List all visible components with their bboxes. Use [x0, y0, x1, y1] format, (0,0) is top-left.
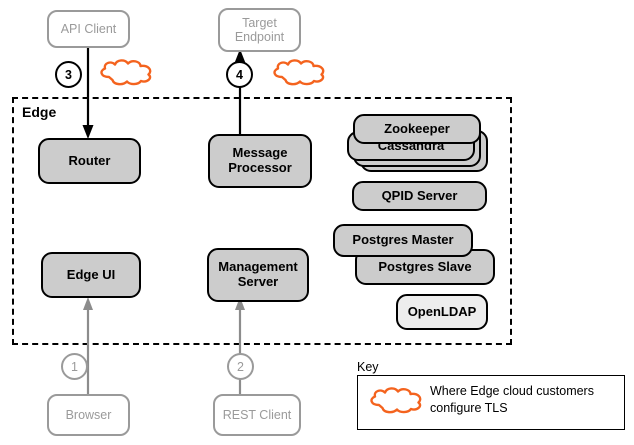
step-badge-4-label: 4 [236, 67, 243, 82]
step-badge-2: 2 [227, 353, 254, 380]
node-postgres-slave-label: Postgres Slave [378, 258, 472, 274]
node-api-client[interactable]: API Client [47, 10, 130, 48]
step-badge-3-label: 3 [65, 67, 72, 82]
connector-api-client-to-router [80, 47, 96, 142]
cloud-icon-step-3 [97, 58, 157, 86]
node-openldap-label: OpenLDAP [407, 303, 477, 319]
node-postgres-master-label: Postgres Master [352, 232, 454, 248]
node-edge-ui-label: Edge UI [66, 266, 116, 282]
node-target-endpoint[interactable]: Target Endpoint [218, 8, 301, 52]
connector-rest-client-to-management-server [232, 295, 248, 395]
cloud-icon-step-4 [270, 58, 330, 86]
node-browser-label: Browser [65, 407, 112, 422]
node-qpid-server-label: QPID Server [381, 187, 458, 203]
node-router[interactable]: Router [38, 138, 141, 184]
step-badge-3: 3 [55, 61, 82, 88]
node-qpid-server[interactable]: QPID Server [352, 181, 487, 211]
edge-boundary [12, 97, 512, 345]
node-openldap[interactable]: OpenLDAP [396, 294, 488, 330]
node-target-endpoint-label: Target Endpoint [234, 15, 285, 44]
node-postgres-master[interactable]: Postgres Master [333, 224, 473, 257]
node-api-client-label: API Client [60, 21, 117, 36]
node-message-processor[interactable]: Message Processor [208, 134, 312, 188]
key-title: Key [357, 360, 379, 374]
node-message-processor-label: Message Processor [228, 145, 292, 175]
node-router-label: Router [68, 152, 111, 168]
connector-browser-to-edge-ui [80, 295, 96, 395]
node-zookeeper-label: Zookeeper [384, 120, 450, 136]
edge-boundary-label: Edge [20, 104, 59, 120]
key-cloud-icon [367, 386, 427, 419]
step-badge-1: 1 [61, 353, 88, 380]
node-zookeeper[interactable]: Zookeeper [353, 114, 481, 144]
node-browser[interactable]: Browser [47, 394, 130, 436]
node-edge-ui[interactable]: Edge UI [41, 252, 141, 298]
step-badge-2-label: 2 [237, 359, 244, 374]
step-badge-4: 4 [226, 61, 253, 88]
step-badge-1-label: 1 [71, 359, 78, 374]
node-rest-client-label: REST Client [222, 407, 292, 422]
node-management-server[interactable]: Management Server [207, 248, 309, 302]
node-management-server-label: Management Server [218, 259, 298, 289]
key-description: Where Edge cloud customers configure TLS [430, 384, 594, 415]
node-rest-client[interactable]: REST Client [213, 394, 301, 436]
